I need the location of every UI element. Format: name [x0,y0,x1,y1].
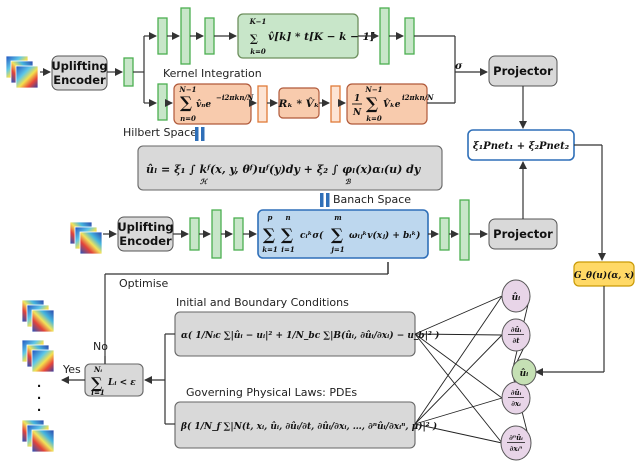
optimise-label: Optimise [119,277,169,290]
ic-bc-equation: α( 1/Nᵢc ∑|ûᵢ − uᵢ|² + 1/N_bc ∑|B(ûᵢ, ∂û… [181,330,439,341]
uplifting-encoder-top-line2: Encoder [53,73,106,87]
layer-bar [204,17,215,55]
ifft-sigma: ∑ [366,94,378,113]
banach-limit-m: m [334,213,341,222]
conv-body: v̂[k] * t[K − k − 1] [268,31,375,43]
loss-body: Lᵢ < ε [107,378,136,388]
no-label: No [93,340,108,353]
node-dnu-dxn-den: ∂xᵢⁿ [510,444,523,453]
pde-equation-box [174,401,416,449]
banach-limit-k: k=1 [262,245,278,254]
output-heatmap-stack [21,299,55,453]
layer-bar [404,17,415,55]
loss-limit-bottom: i=1 [91,388,104,397]
layer-bar [189,217,200,251]
hilbert-equation: ûₗ = ξ₁ ∫ kᶠ(x, y, θᶠ)uᶠ(y)dy + ξ₂ ∫ φₗ(… [146,163,422,176]
conv-limit-top: K−1 [249,17,267,26]
hilbert-sub-b: ℬ [345,177,352,186]
banach-sigma-1: ∑ [263,225,275,244]
output-dots-3: · [37,403,41,417]
ifft-frac-den: N [352,108,362,118]
node-u-hat-label: ûᵢ [512,292,521,303]
node-du-dx-num: ∂ûᵢ [511,388,522,397]
connector-bar [320,193,324,207]
uplifting-encoder-bottom-line2: Encoder [119,234,172,248]
input-heatmap-stack-middle [69,221,103,255]
layer-bar [439,217,450,251]
banach-sigma-3: ∑ [331,225,343,244]
node-center-u-hat [511,358,537,386]
hilbert-space-label: Hilbert Space [123,126,197,139]
node-du-dt-den: ∂t [513,336,521,345]
banach-limit-n: n [285,213,290,222]
combine-formula: ξ₁Pnet₁ + ξ₂Pnet₂ [473,141,570,152]
banach-sigma-2: ∑ [281,225,293,244]
connector-bar [195,127,199,141]
connector-bar [326,193,330,207]
ifft-body: V̂ₖe [383,98,401,110]
ifft-limit-bottom: k=0 [366,114,382,123]
uplifting-encoder-top [51,55,108,91]
banach-limit-i: i=1 [281,245,294,254]
fft-sigma: ∑ [180,93,192,112]
output-dots-2: · [37,391,41,405]
uplifting-encoder-top-line1: Uplifting [51,59,107,73]
node-u-hat [501,279,531,313]
layer-bar [257,85,268,123]
banach-space-label: Banach Space [333,193,411,206]
rk-text: Rₖ * V̂ₖ [278,97,320,110]
banach-body-1: cᵢᵏσ( [300,230,324,241]
projector-top-label: Projector [493,64,553,78]
layer-bar [123,57,134,87]
loss-sigma: ∑ [91,374,103,392]
node-dnu-dxn-num: ∂ⁿûᵢ [509,433,523,442]
ifft-exponent: i2πkn/N [402,93,434,102]
fft-limit-top: N−1 [178,85,196,94]
layer-bar [180,7,191,65]
hilbert-equation-box [137,145,443,191]
kernel-integration-label: Kernel Integration [163,67,262,80]
node-dnu-dxn [500,425,532,461]
ifft-frac-num: 1 [354,94,360,104]
output-dots-1: · [37,379,41,393]
node-du-dt [501,318,531,352]
banach-limit-j: j=1 [329,245,344,254]
connector-bar [201,127,205,141]
sigma-activation: σ [455,61,463,72]
ifft-box [346,83,428,125]
uplifting-encoder-bottom-line1: Uplifting [117,220,173,234]
layer-bar [379,7,390,65]
banach-body-2: ωᵢⱼᵏv(xⱼ) + bᵢᵏ) [349,230,420,241]
node-du-dt-num: ∂ûᵢ [511,325,522,334]
layer-bar [157,17,168,55]
fft-exponent: −i2πkn/N [216,93,254,102]
node-du-dx-den: ∂xᵢ [511,399,521,408]
layer-bar [211,209,222,259]
pde-equation: β( 1/N_f ∑|N(t, xᵢ, ûᵢ, ∂ûᵢ/∂t, ∂ûᵢ/∂xᵢ,… [180,421,437,432]
g-theta-label: G_θ(u)(α, x) [574,270,634,281]
yes-label: Yes [62,363,81,376]
layer-bar [330,85,341,123]
fft-limit-bottom: n=0 [180,114,196,123]
layer-bar [157,83,168,121]
layer-bar [233,217,244,251]
projector-bottom-label: Projector [493,227,553,241]
conv-sigma: ∑ [250,33,258,45]
input-heatmap-stack-top [5,55,39,89]
governing-laws-label: Governing Physical Laws: PDEs [186,386,357,399]
loss-limit-top: Nᵢ [93,365,102,374]
node-du-dx [501,381,531,415]
hilbert-sub-h: ℋ [200,177,209,186]
initial-boundary-label: Initial and Boundary Conditions [176,296,349,309]
fft-body: v̂ₙe [196,99,211,110]
conv-limit-bottom: k=0 [250,47,266,56]
banach-limit-p: p [268,213,273,222]
layer-bar [459,199,470,261]
ifft-limit-top: N−1 [364,85,382,94]
node-center-label: ûᵢ [520,368,529,379]
